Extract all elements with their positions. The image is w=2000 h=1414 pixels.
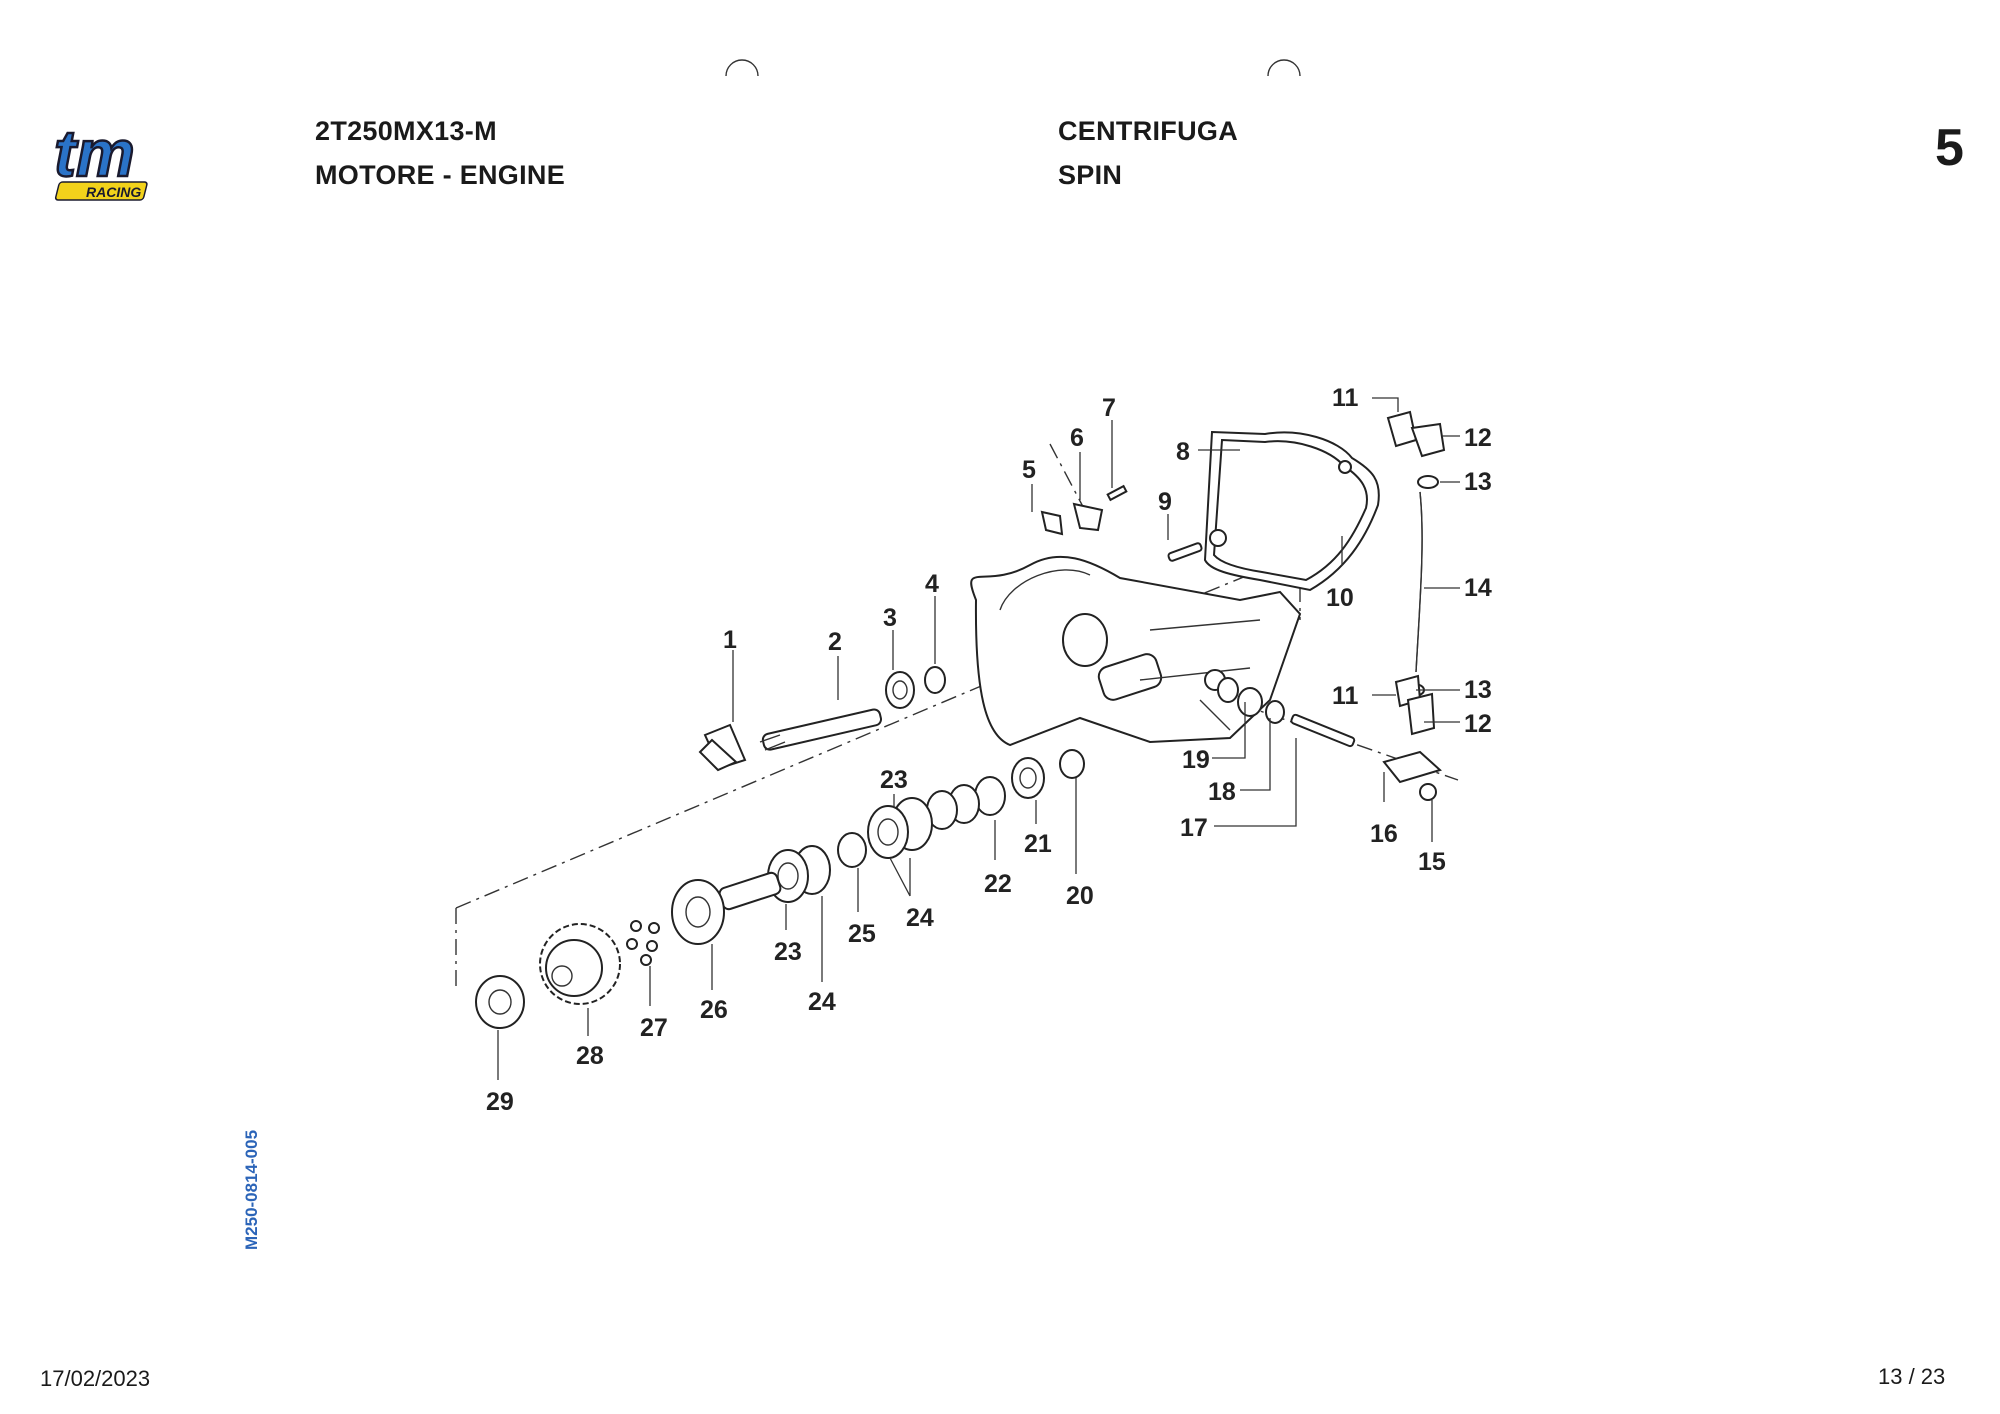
callout-7: 7 xyxy=(1102,394,1116,422)
callout-23: 23 xyxy=(880,766,908,794)
model-code: 2T250MX13-M xyxy=(315,116,497,146)
callout-13b: 13 xyxy=(1464,676,1492,704)
cable-and-fittings xyxy=(1382,410,1446,801)
callout-8: 8 xyxy=(1176,438,1190,466)
callout-27: 27 xyxy=(640,1014,668,1042)
clutch-cover-gasket xyxy=(1203,430,1380,592)
punch-mark xyxy=(725,59,759,77)
print-date: 17/02/2023 xyxy=(40,1366,151,1391)
callout-16: 16 xyxy=(1370,820,1398,848)
tm-racing-logo: tm RACING xyxy=(53,124,148,201)
callout-24b: 24 xyxy=(808,988,836,1016)
section-title: MOTORE - ENGINE xyxy=(315,160,566,190)
bearings-and-spacers xyxy=(767,749,1085,903)
callout-25: 25 xyxy=(848,920,876,948)
document-code: M250-0814-005 xyxy=(242,1129,261,1250)
punch-mark xyxy=(1267,59,1301,77)
callout-26: 26 xyxy=(700,996,728,1024)
callout-numbers: 1 2 3 4 5 6 7 8 9 10 11 12 13 14 11 13 1… xyxy=(486,384,1492,1116)
callout-11b: 11 xyxy=(1332,682,1359,710)
callout-21: 21 xyxy=(1024,830,1052,858)
page-indicator: 13 / 23 xyxy=(1878,1364,1946,1389)
callout-19: 19 xyxy=(1182,746,1210,774)
table-number: 5 xyxy=(1935,119,1964,177)
callout-3: 3 xyxy=(883,604,897,632)
gear-and-bearing xyxy=(475,871,782,1029)
callout-12b: 12 xyxy=(1464,710,1492,738)
group-title-italian: CENTRIFUGA xyxy=(1058,116,1238,146)
callout-17: 17 xyxy=(1180,814,1208,842)
callout-10: 10 xyxy=(1326,584,1354,612)
impeller-and-shaft xyxy=(698,708,883,772)
callout-2: 2 xyxy=(828,628,842,656)
callout-14: 14 xyxy=(1464,574,1492,602)
svg-text:tm: tm xyxy=(54,124,135,190)
svg-text:RACING: RACING xyxy=(86,184,141,200)
group-title-english: SPIN xyxy=(1058,160,1123,190)
callout-22: 22 xyxy=(984,870,1012,898)
callout-28: 28 xyxy=(576,1042,604,1070)
bushings-and-pin xyxy=(1217,677,1356,748)
small-fasteners xyxy=(1040,484,1203,562)
seal-and-snap-ring xyxy=(885,666,946,709)
callout-24: 24 xyxy=(906,904,934,932)
callout-20: 20 xyxy=(1066,882,1094,910)
callout-29: 29 xyxy=(486,1088,514,1116)
callout-5: 5 xyxy=(1022,456,1036,484)
callout-4: 4 xyxy=(925,570,939,598)
callout-15: 15 xyxy=(1418,848,1446,876)
callout-leaders xyxy=(497,397,1460,1080)
callout-11: 11 xyxy=(1332,384,1359,412)
callout-18: 18 xyxy=(1208,778,1236,806)
callout-9: 9 xyxy=(1158,488,1172,516)
callout-23b: 23 xyxy=(774,938,802,966)
engine-cover xyxy=(970,555,1302,747)
callout-13: 13 xyxy=(1464,468,1492,496)
callout-1: 1 xyxy=(723,626,737,654)
callout-6: 6 xyxy=(1070,424,1084,452)
callout-12: 12 xyxy=(1464,424,1492,452)
